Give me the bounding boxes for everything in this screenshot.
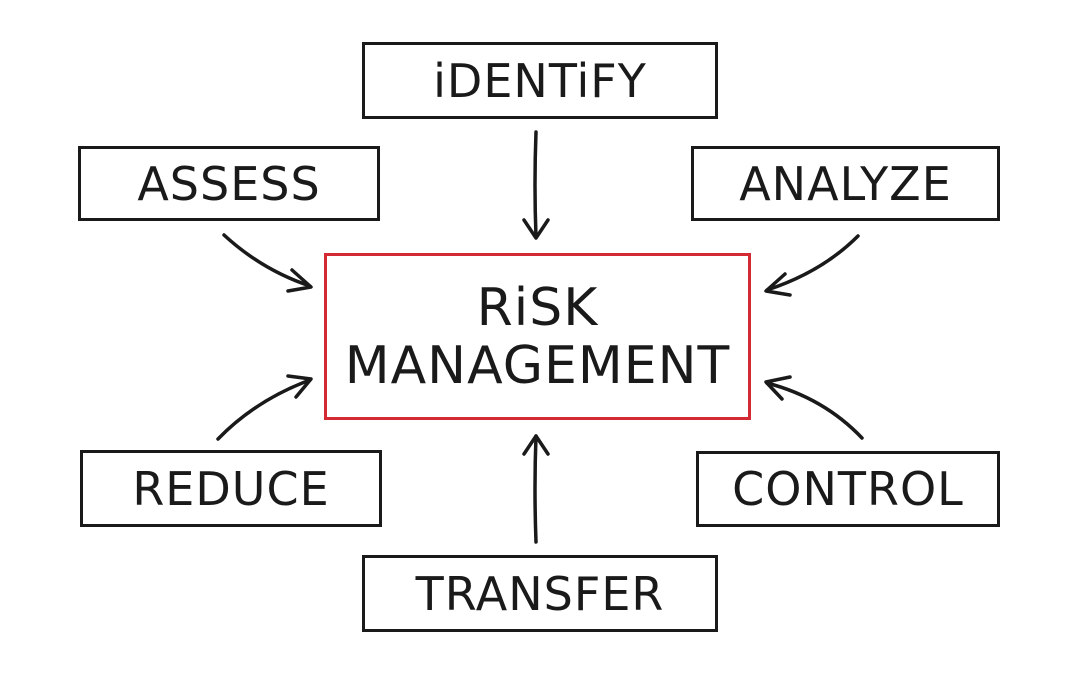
node-analyze: ANALYZE [691, 146, 1000, 221]
node-control: CONTROL [696, 451, 1000, 527]
node-identify: iDENTiFY [362, 42, 718, 119]
arrow-reduce-to-center [216, 374, 313, 441]
center-node-risk-management: RiSK MANAGEMENT [324, 253, 751, 420]
center-node-line-1: RiSK [476, 277, 599, 338]
node-identify-label: iDENTiFY [433, 53, 647, 108]
node-transfer-label: TRANSFER [415, 566, 665, 621]
center-node-line-2: MANAGEMENT [344, 335, 731, 396]
node-control-label: CONTROL [732, 462, 964, 516]
node-analyze-label: ANALYZE [739, 156, 952, 211]
arrow-analyze-to-center [764, 234, 860, 297]
node-transfer: TRANSFER [362, 555, 718, 632]
arrow-control-to-center [764, 375, 864, 440]
arrow-transfer-to-center [522, 434, 550, 544]
node-assess-label: ASSESS [137, 156, 321, 211]
node-reduce-label: REDUCE [132, 461, 330, 516]
arrow-assess-to-center [222, 233, 313, 293]
node-reduce: REDUCE [80, 450, 382, 527]
arrow-identify-to-center [522, 130, 550, 240]
node-assess: ASSESS [78, 146, 380, 221]
